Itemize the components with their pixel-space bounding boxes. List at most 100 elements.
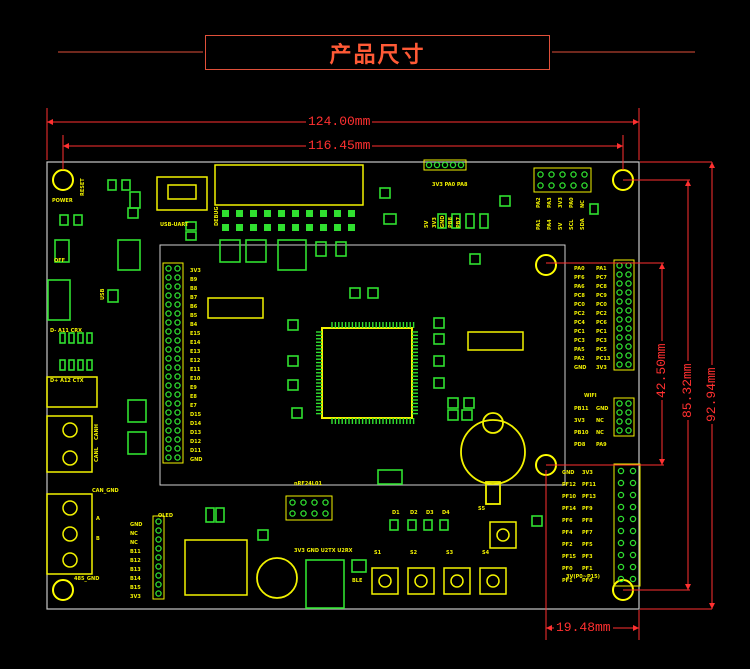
silk-pin-top-right: PA0 [569,197,575,208]
dim-arrow [63,143,69,149]
smd-part [185,221,197,231]
silk-oled: OLED [158,513,173,519]
silk-d2: D2 [410,510,418,516]
smd-part [287,379,299,391]
smd-part [469,253,481,265]
silk-485-b: B [96,536,100,542]
smd-part [315,241,327,257]
smd-part [461,409,473,421]
smd-part [479,213,489,229]
debug-pad [334,224,341,231]
dim-height-inner: 42.50mm [654,341,669,400]
silk-pin-left: B8 [190,286,198,292]
silk-pin-right-bottom: PF7 [582,530,593,536]
debug-pad [292,210,299,217]
silk-pin-right-bottom: PF1 [582,566,593,572]
silk-pin-top-right: NC [580,200,586,208]
smd-part [77,332,84,344]
silk-pin-right-top: PC0 [596,302,607,308]
smd-part [499,195,511,207]
silk-pin-top-mid: GND [440,216,446,228]
silk-nrf24l01: nRF24L01 [294,481,322,487]
silk-d-a11-crx: D- A11 CRX [50,328,82,334]
silk-pin-right-bottom: PF9 [582,506,593,512]
pin-headers [152,159,641,600]
silk-pin-right-top: PA1 [596,266,607,272]
flash-chip [184,539,248,596]
core-board-outline [159,244,566,486]
usb-uart-connector [156,176,208,211]
silk-d1: D1 [392,510,400,516]
silk-pin-top-right: PA2 [536,197,542,208]
silk-pin-oled: B13 [130,567,141,573]
silk-usb: USB [100,288,106,300]
crystal-left [207,297,264,319]
silk-reset: RESET [80,178,86,196]
smd-part [219,239,241,263]
title-box: 产品尺寸 [205,35,550,70]
silk-485-a: A [96,516,100,522]
smd-part [423,519,433,531]
smd-part [349,287,361,299]
silk-pin-oled: 3V3 [130,594,141,600]
smd-part [437,213,447,229]
switch-5 [489,521,517,549]
silk-s2: S2 [410,550,418,556]
dim-arrow [633,625,639,631]
silk-pin-left: E15 [190,331,201,337]
smd-part [287,319,299,331]
smd-part [407,519,417,531]
dim-height-mid: 85.32mm [680,361,695,420]
silk-pin-right-top: PC3 [596,338,607,344]
silk-pin-right-top: PC5 [596,347,607,353]
silk-s5: S5 [478,506,486,512]
smd-part [383,213,397,225]
smd-part [127,399,147,423]
silk-pin-left: GND [190,457,202,463]
smd-part [47,279,71,321]
debug-header [214,164,364,206]
smd-part [305,559,345,609]
silk-pin-top-right: PA1 [536,219,542,230]
silk-range: 3V(P0~P15) [566,574,600,580]
header-top-right [533,167,592,193]
smd-part [287,355,299,367]
silk-pin-right-top-b: PA0 [574,266,585,272]
silk-pin-left: E7 [190,403,197,409]
silk-pin-right-top: PC2 [596,311,607,317]
silk-pin-wifi-b: NC [596,418,604,424]
silk-pin-left: D14 [190,421,202,427]
silk-pin-right-top-b: PC0 [574,302,585,308]
smd-part [107,289,119,303]
debug-pad [250,210,257,217]
smd-part [367,287,379,299]
page-title: 产品尺寸 [329,42,426,68]
dimension-arrows [47,119,715,631]
silk-pin-right-bottom-b: PF6 [562,518,573,524]
silk-pin-oled: NC [130,540,138,546]
switch-3 [443,567,471,595]
debug-pad [334,210,341,217]
smd-part [433,333,445,345]
silk-pin-right-bottom-b: PF14 [562,506,577,512]
header-top-mid [423,159,467,171]
silk-pin-right-bottom-b: PF2 [562,542,573,548]
smd-part [59,332,66,344]
silk-pin-oled: NC [130,531,138,537]
silk-pin-top-right: PA4 [547,219,553,230]
smd-part [351,559,367,573]
silk-can-l: CANL [94,446,100,462]
silk-pin-right-top-b: PC2 [574,311,585,317]
dim-arrow [617,143,623,149]
silk-pin-left: E11 [190,367,201,373]
smd-part [379,187,391,199]
smd-part [433,355,445,367]
silk-pin-right-top-b: PC3 [574,338,585,344]
silk-pin-left: B6 [190,304,198,310]
silk-pin-left: E14 [190,340,201,346]
silk-pin-left: D11 [190,448,202,454]
smd-part [129,191,141,209]
usb-port-left [46,376,98,408]
smd-part [86,359,93,371]
